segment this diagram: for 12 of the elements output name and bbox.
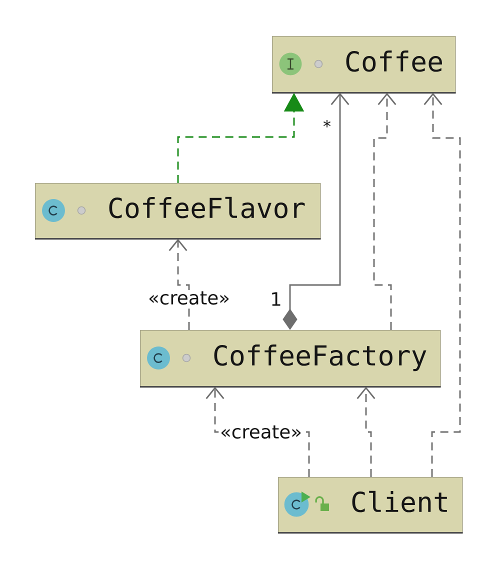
- edge-label: «create»: [218, 424, 304, 440]
- class-box: CoffeeFlavor: [35, 183, 321, 240]
- arrow: [168, 238, 190, 330]
- multiplicity-label: *: [323, 120, 331, 128]
- edge-label: «create»: [146, 290, 232, 306]
- class-box: Coffee: [272, 36, 456, 94]
- class-box: CoffeeFactory: [140, 330, 441, 388]
- arrow: [373, 92, 396, 330]
- arrow: [356, 386, 376, 477]
- arrow: [424, 92, 461, 477]
- class-box: Client: [278, 477, 463, 534]
- multiplicity-label: 1: [272, 292, 280, 306]
